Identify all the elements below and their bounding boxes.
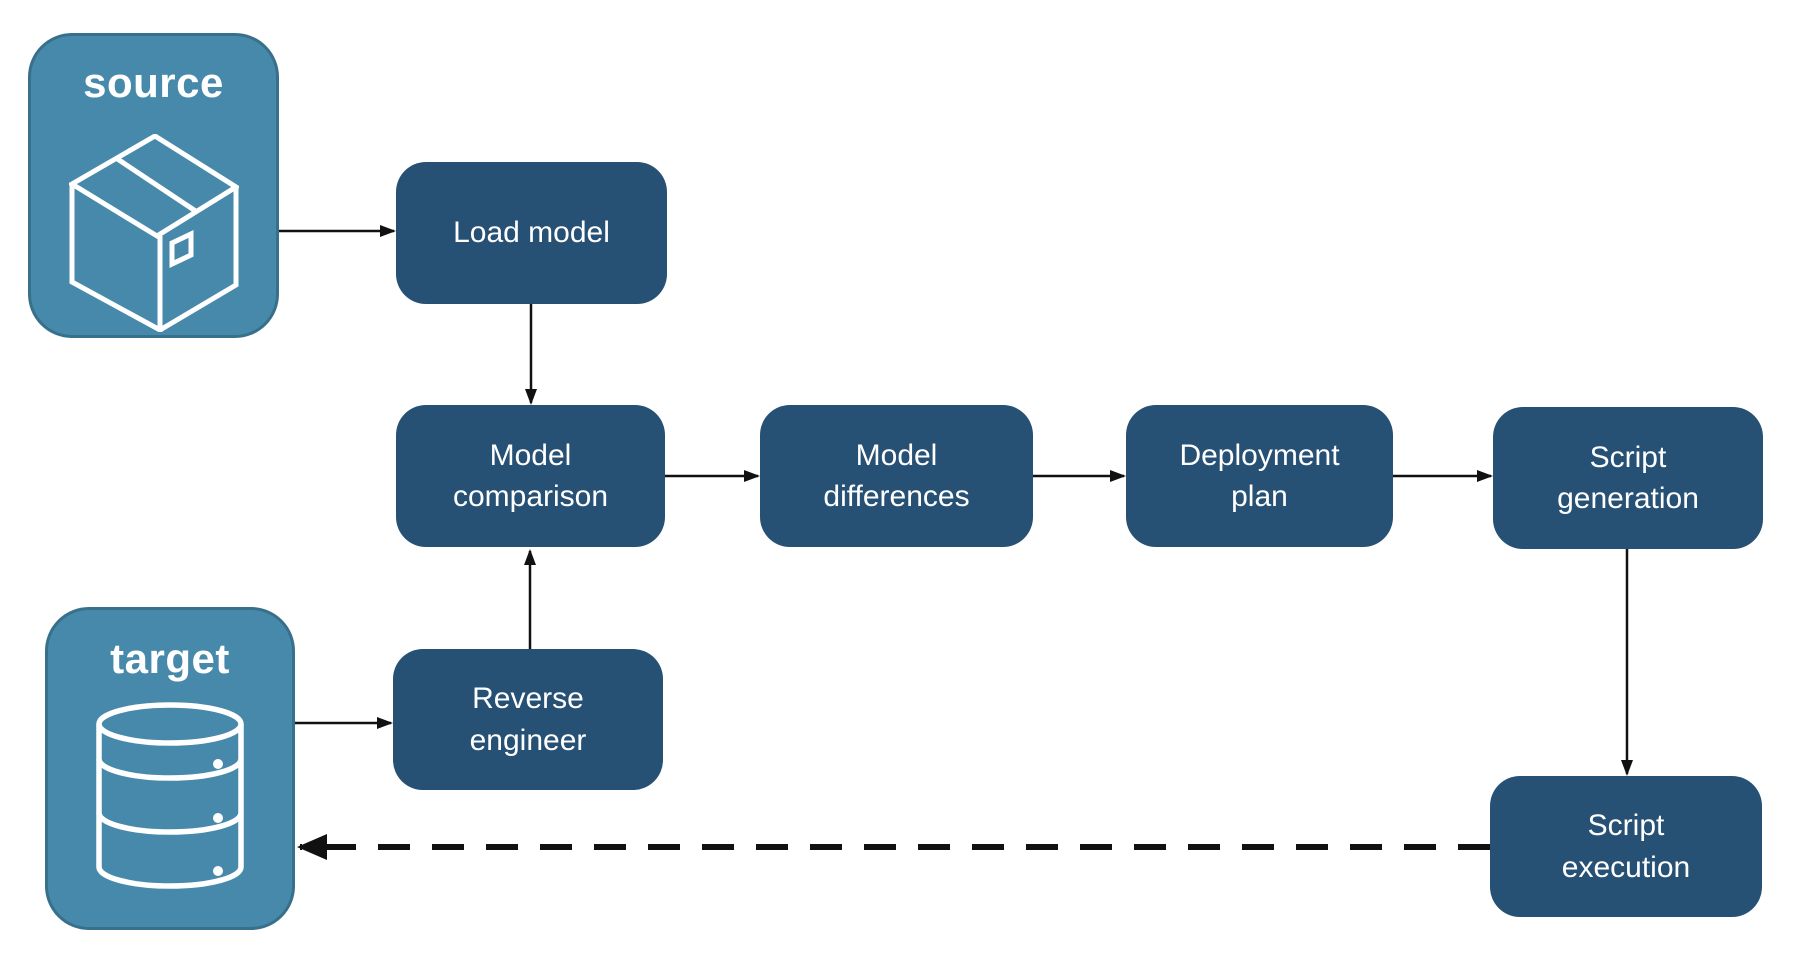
node-script-generation: Script generation: [1493, 407, 1763, 549]
node-model-differences: Model differences: [760, 405, 1033, 547]
target-group: target: [45, 607, 295, 930]
node-load-model-label: Load model: [453, 216, 610, 250]
source-group: source: [28, 33, 279, 338]
node-model-differences-label: Model differences: [823, 438, 970, 513]
package-icon: [66, 133, 241, 335]
node-script-execution: Script execution: [1490, 776, 1762, 917]
node-reverse-engineer-label: Reverse engineer: [469, 682, 587, 757]
node-script-execution-label: Script execution: [1561, 809, 1691, 884]
node-deployment-plan-label: Deployment plan: [1179, 438, 1340, 513]
node-load-model: Load model: [396, 162, 667, 304]
database-icon: [95, 701, 245, 899]
source-group-label: source: [83, 59, 224, 106]
node-deployment-plan: Deployment plan: [1126, 405, 1393, 547]
node-reverse-engineer: Reverse engineer: [393, 649, 663, 790]
node-model-comparison-label: Model comparison: [452, 438, 609, 513]
node-model-comparison: Model comparison: [396, 405, 665, 547]
node-script-generation-label: Script generation: [1557, 440, 1699, 515]
target-group-label: target: [110, 635, 230, 682]
